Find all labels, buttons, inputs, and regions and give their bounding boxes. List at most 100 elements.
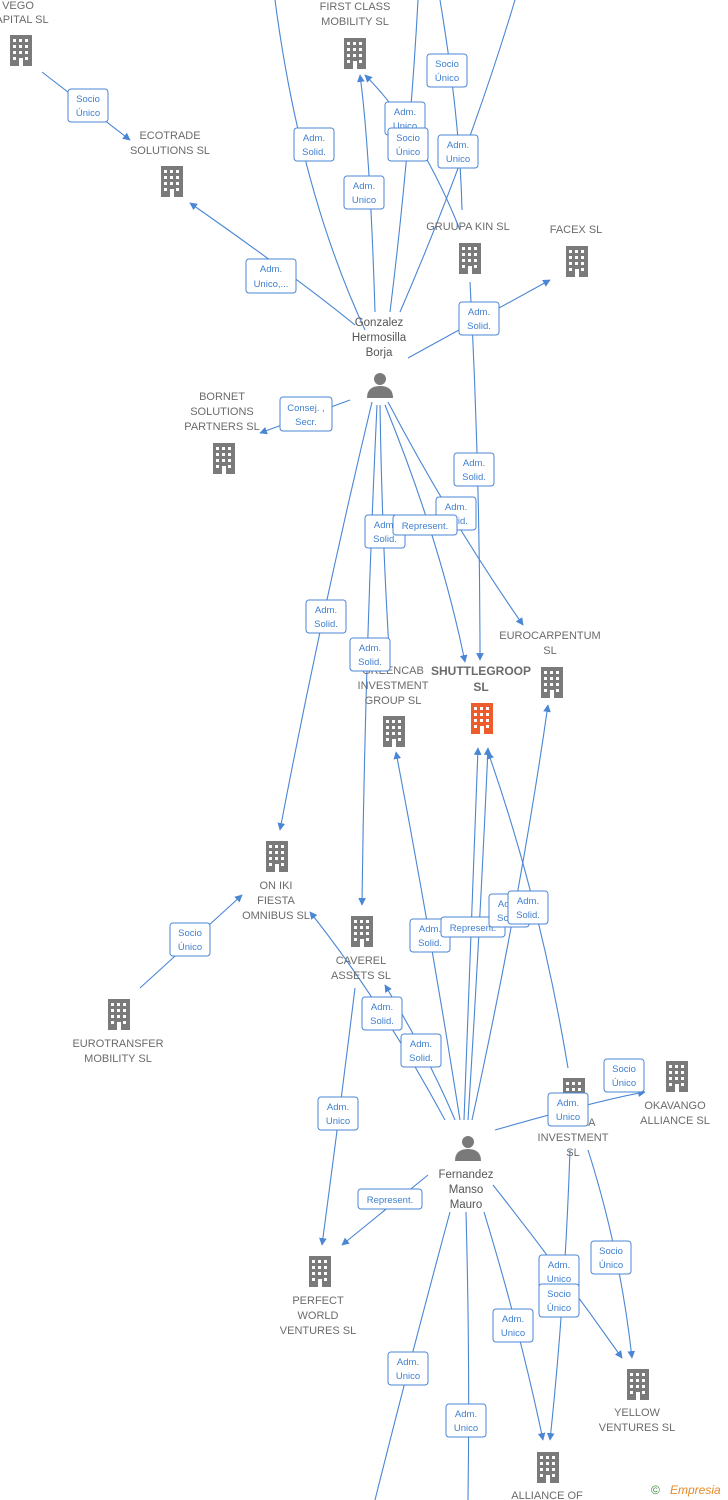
company-vego[interactable]: VEGO CAPITAL SL (0, 0, 49, 66)
relation-label[interactable]: Represent. (392, 514, 458, 536)
company-firstclass[interactable]: FIRST CLASS MOBILITY SL (320, 1, 391, 69)
relation-label[interactable]: Adm.Unico (387, 1351, 429, 1386)
company-perfect[interactable]: PERFECT WORLD VENTURES SL (280, 1256, 356, 1337)
svg-text:Socio: Socio (178, 928, 202, 939)
svg-text:Socio: Socio (435, 59, 459, 70)
relation-label[interactable]: Adm.Unico (384, 101, 426, 136)
relation-label[interactable]: Adm.Unico (538, 1254, 580, 1289)
svg-text:Unico: Unico (547, 1274, 571, 1285)
relation-label[interactable]: Adm.Unico (317, 1096, 359, 1131)
company-label: SL (543, 645, 556, 657)
svg-text:Socio: Socio (612, 1064, 636, 1075)
company-label: MOBILITY SL (321, 16, 389, 28)
svg-text:Adm.: Adm. (394, 107, 416, 118)
company-label: CAVEREL (336, 955, 387, 967)
relation-label[interactable]: Consej. ,Secr. (279, 396, 333, 432)
company-caverel[interactable]: CAVEREL ASSETS SL (331, 916, 391, 982)
company-label: BORNET (199, 391, 245, 403)
company-label: SHUTTLEGROOP (431, 664, 531, 678)
svg-text:Adm.: Adm. (463, 458, 485, 469)
edge-gonzalez-shuttle (384, 404, 468, 663)
svg-text:Solid.: Solid. (373, 534, 397, 545)
svg-text:Adm.: Adm. (468, 307, 490, 318)
company-label: PARTNERS SL (184, 421, 259, 433)
company-shuttlegroop[interactable]: SHUTTLEGROOP SL (431, 664, 531, 734)
company-yellow[interactable]: YELLOW VENTURES SL (599, 1369, 675, 1434)
edge-up-gruupa (439, 0, 463, 211)
relation-label[interactable]: Represent. (357, 1188, 423, 1210)
svg-text:Solid.: Solid. (409, 1053, 433, 1064)
company-facex[interactable]: FACEX SL (550, 224, 603, 277)
footer-credit: © Empresia (651, 1483, 721, 1497)
svg-text:Socio: Socio (599, 1246, 623, 1257)
svg-text:Adm.: Adm. (374, 520, 396, 531)
svg-text:Único: Único (435, 73, 459, 84)
company-label: FIRST CLASS (320, 1, 391, 13)
company-label: FIESTA (257, 895, 295, 907)
relation-label[interactable]: Adm.Unico,... (245, 258, 297, 294)
company-label: INVESTMENT (358, 680, 429, 692)
relation-label[interactable]: Adm. Solid. (458, 301, 500, 336)
company-eurotransfer[interactable]: EUROTRANSFER MOBILITY SL (72, 999, 164, 1065)
relation-label[interactable]: Adm.Solid. (400, 1033, 442, 1068)
company-label: OMNIBUS SL (242, 910, 310, 922)
relation-label[interactable]: Adm.Unico (437, 134, 479, 169)
company-alliance[interactable]: ALLIANCE OF (511, 1452, 583, 1500)
building-icon (537, 1452, 559, 1483)
relation-label[interactable]: Adm.Unico (343, 175, 385, 210)
svg-text:Solid.: Solid. (370, 1016, 394, 1027)
svg-text:Único: Único (612, 1078, 636, 1089)
svg-text:Adm.: Adm. (455, 1409, 477, 1420)
company-gruupa[interactable]: GRUUPA KIN SL (426, 221, 510, 274)
svg-text:Unico: Unico (556, 1112, 580, 1123)
company-eurocarp[interactable]: EUROCARPENTUM SL (499, 630, 601, 698)
person-fernandez[interactable]: Fernandez Manso Mauro (439, 1136, 494, 1211)
company-bornet[interactable]: BORNET SOLUTIONS PARTNERS SL (184, 391, 260, 474)
person-label: Mauro (450, 1199, 483, 1211)
person-label: Gonzalez (355, 317, 404, 329)
svg-text:Adm.: Adm. (419, 924, 441, 935)
svg-text:Solid.: Solid. (467, 321, 491, 332)
company-label: SOLUTIONS (190, 406, 254, 418)
svg-text:Unico: Unico (396, 1371, 420, 1382)
relation-label[interactable]: Adm.Unico (492, 1308, 534, 1343)
svg-text:Adm.: Adm. (260, 264, 282, 275)
relation-label[interactable]: Adm.Solid. (293, 127, 335, 162)
company-label: GRUUPA KIN SL (426, 221, 510, 233)
company-okavango[interactable]: OKAVANGO ALLIANCE SL (640, 1061, 710, 1127)
svg-text:Secr.: Secr. (295, 417, 317, 428)
relation-label[interactable]: Adm.Solid. (305, 599, 347, 634)
svg-text:Único: Único (599, 1260, 623, 1271)
company-oniki[interactable]: ON IKI FIESTA OMNIBUS SL (242, 841, 310, 922)
relation-label[interactable]: Adm.Solid. (507, 890, 549, 925)
company-label: PERFECT (292, 1295, 344, 1307)
company-label: SL (566, 1147, 579, 1159)
person-label: Manso (449, 1184, 484, 1196)
relation-label[interactable]: Adm.Unico (445, 1403, 487, 1438)
brand-logo: Empresia (670, 1483, 721, 1497)
relation-label[interactable]: Adm.Solid. (361, 996, 403, 1031)
person-icon (455, 1136, 481, 1161)
company-greencab[interactable]: GREENCAB INVESTMENT GROUP SL (358, 665, 429, 747)
relation-label[interactable]: Adm.Unico (547, 1092, 589, 1127)
building-icon (161, 166, 183, 197)
relation-label[interactable]: Adm. Solid. (453, 452, 495, 487)
building-icon (108, 999, 130, 1030)
building-icon (266, 841, 288, 872)
person-gonzalez[interactable]: Gonzalez Hermosilla Borja (352, 317, 407, 398)
person-nodes: Gonzalez Hermosilla Borja Fernandez Mans… (352, 317, 494, 1211)
company-ecotrade[interactable]: ECOTRADE SOLUTIONS SL (130, 130, 210, 197)
svg-text:Adm.: Adm. (447, 140, 469, 151)
company-label: GROUP SL (365, 695, 422, 707)
svg-text:Solid.: Solid. (462, 472, 486, 483)
relation-label[interactable]: Adm.Solid. (349, 637, 391, 672)
building-icon (213, 443, 235, 474)
